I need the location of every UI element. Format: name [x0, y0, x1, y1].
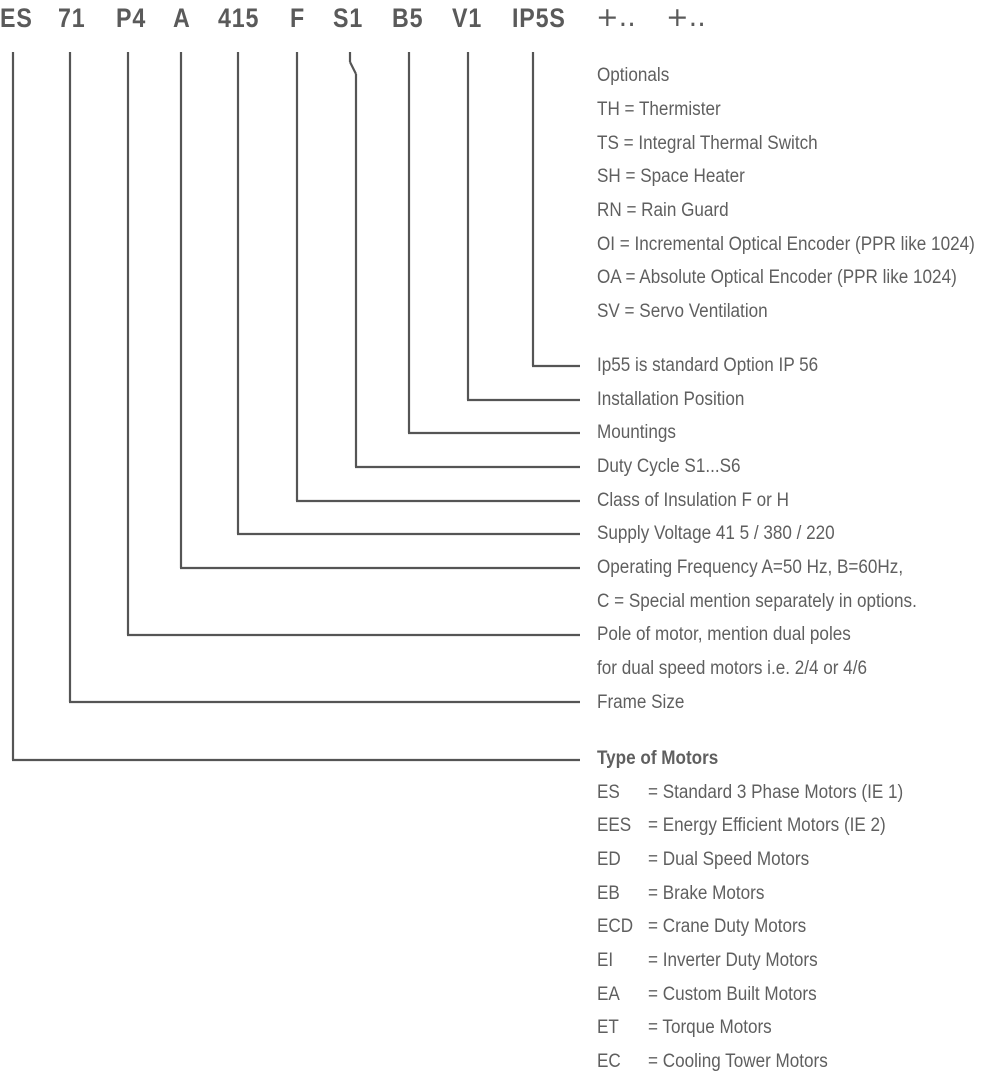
- motor-type-abbr: EES: [597, 815, 632, 836]
- motor-type-abbr: ED: [597, 849, 621, 870]
- desc-poles-note: for dual speed motors i.e. 2/4 or 4/6: [597, 658, 867, 679]
- code-optional-2: +..: [666, 2, 706, 33]
- desc-voltage: Supply Voltage 41 5 / 380 / 220: [597, 523, 835, 544]
- motor-type-desc: = Energy Efficient Motors (IE 2): [648, 815, 886, 836]
- desc-frequency: Operating Frequency A=50 Hz, B=60Hz,: [597, 557, 904, 578]
- optional-item: RN = Rain Guard: [597, 200, 729, 221]
- code-poles: P4: [116, 3, 147, 33]
- connector-voltage: [236, 52, 580, 536]
- motor-type-desc: = Cooling Tower Motors: [648, 1051, 828, 1072]
- optional-item: SH = Space Heater: [597, 166, 745, 187]
- motor-type-desc: = Inverter Duty Motors: [648, 950, 818, 971]
- desc-duty-cycle: Duty Cycle S1...S6: [597, 456, 741, 477]
- desc-frequency-note: C = Special mention separately in option…: [597, 591, 917, 612]
- desc-installation: Installation Position: [597, 389, 745, 410]
- motor-type-desc: = Dual Speed Motors: [648, 849, 810, 870]
- desc-mountings: Mountings: [597, 422, 676, 443]
- desc-poles: Pole of motor, mention dual poles: [597, 624, 851, 645]
- connector-duty: [348, 52, 580, 469]
- motor-type-desc: = Custom Built Motors: [648, 984, 817, 1005]
- motor-type-abbr: ECD: [597, 916, 634, 937]
- connector-ip: [531, 52, 580, 368]
- code-frame-size: 71: [58, 3, 86, 33]
- connector-frequency: [179, 52, 580, 570]
- connector-mountings: [407, 52, 580, 435]
- desc-insulation: Class of Insulation F or H: [597, 490, 789, 511]
- motor-types-heading: Type of Motors: [597, 748, 719, 769]
- optional-item: TH = Thermister: [597, 99, 721, 120]
- code-voltage: 415: [218, 3, 260, 33]
- connector-poles: [126, 52, 580, 637]
- motor-type-desc: = Crane Duty Motors: [648, 916, 807, 937]
- motor-type-abbr: EB: [597, 883, 620, 904]
- connector-motor-type: [11, 52, 580, 762]
- motor-type-abbr: ES: [597, 782, 620, 803]
- code-mounting: B5: [392, 3, 424, 33]
- optional-item: OI = Incremental Optical Encoder (PPR li…: [597, 234, 975, 255]
- code-installation: V1: [452, 3, 483, 33]
- code-frequency: A: [173, 3, 191, 33]
- code-ip-rating: IP5S: [512, 3, 566, 33]
- code-duty-cycle: S1: [333, 3, 364, 33]
- desc-frame-size: Frame Size: [597, 692, 685, 713]
- code-optional-1: +..: [596, 2, 636, 33]
- optional-item: TS = Integral Thermal Switch: [597, 133, 818, 154]
- code-motor-type: ES: [0, 3, 33, 33]
- code-insulation: F: [290, 3, 306, 33]
- motor-type-desc: = Standard 3 Phase Motors (IE 1): [648, 782, 904, 803]
- connector-frame: [68, 52, 580, 704]
- motor-type-abbr: EC: [597, 1051, 621, 1072]
- motor-type-abbr: ET: [597, 1017, 619, 1038]
- optional-item: OA = Absolute Optical Encoder (PPR like …: [597, 267, 957, 288]
- optional-item: SV = Servo Ventilation: [597, 301, 768, 322]
- connector-installation: [466, 52, 580, 402]
- desc-ip-rating: Ip55 is standard Option IP 56: [597, 355, 819, 376]
- connector-insulation: [295, 52, 580, 503]
- motor-type-abbr: EA: [597, 984, 620, 1005]
- optionals-heading: Optionals: [597, 65, 670, 86]
- motor-type-abbr: EI: [597, 950, 614, 971]
- motor-type-desc: = Brake Motors: [648, 883, 765, 904]
- motor-type-desc: = Torque Motors: [648, 1017, 772, 1038]
